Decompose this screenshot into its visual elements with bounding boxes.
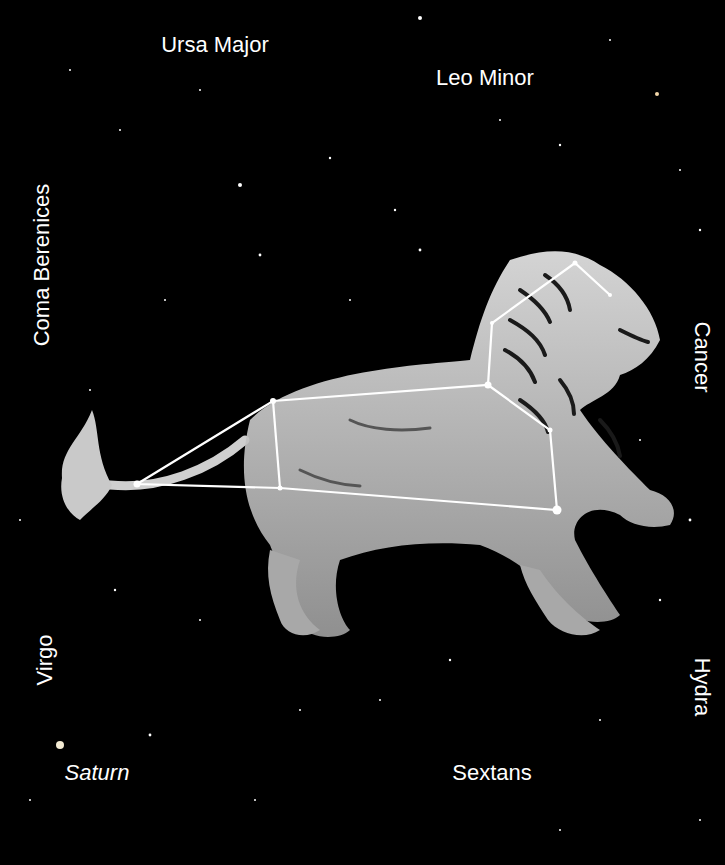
background-stars bbox=[19, 16, 701, 831]
constellation-label: Saturn bbox=[65, 761, 130, 785]
lion-figure bbox=[61, 251, 674, 637]
constellation-label: Ursa Major bbox=[161, 33, 269, 57]
constellation-lines bbox=[137, 263, 610, 510]
constellation-label: Leo Minor bbox=[436, 66, 534, 90]
constellation-label: Cancer bbox=[690, 322, 714, 393]
saturn-dot bbox=[56, 741, 64, 749]
constellation-stars bbox=[134, 261, 613, 515]
constellation-label: Hydra bbox=[690, 658, 714, 717]
constellation-label: Virgo bbox=[33, 635, 57, 686]
constellation-label: Coma Berenices bbox=[30, 184, 54, 347]
constellation-label: Sextans bbox=[452, 761, 532, 785]
